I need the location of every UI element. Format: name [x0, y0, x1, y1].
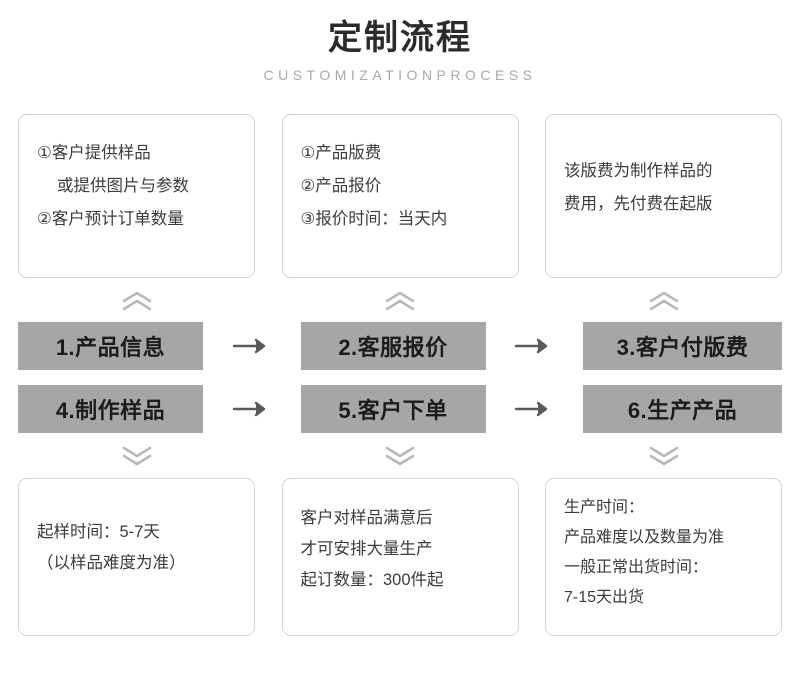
step-box-6[interactable]: 6.生产产品: [583, 385, 782, 433]
card-text-line: 费用，先付费在起版: [564, 195, 713, 213]
card-text-line: 或提供图片与参数: [57, 177, 189, 195]
chevron-down-icon: [282, 445, 519, 467]
chevron-up-icon: [18, 290, 255, 312]
arrow-right-icon: [508, 337, 560, 355]
card-text-line: ①客户提供样品: [37, 144, 151, 162]
top-card-1: ①客户提供样品 或提供图片与参数 ②客户预计订单数量: [18, 114, 255, 278]
card-text-line: 7-15天出货: [564, 589, 645, 606]
chevron-down-row: [18, 445, 782, 467]
chevron-up-icon: [545, 290, 782, 312]
bottom-card-2: 客户对样品满意后 才可安排大量生产 起订数量：300件起: [281, 478, 519, 636]
card-text-line: 一般正常出货时间：: [564, 559, 709, 576]
steps-row-1: 1.产品信息 2.客服报价 3.客户付版费: [18, 322, 782, 370]
page-header: 定制流程 CUSTOMIZATIONPROCESS: [0, 0, 800, 83]
page-subtitle: CUSTOMIZATIONPROCESS: [263, 66, 537, 83]
top-card-2: ①产品版费 ②产品报价 ③报价时间：当天内: [281, 114, 519, 278]
card-text-line: 产品难度以及数量为准: [564, 529, 725, 546]
top-cards-row: ①客户提供样品 或提供图片与参数 ②客户预计订单数量 ①产品版费 ②产品报价 ③…: [18, 114, 782, 278]
card-text-line: 才可安排大量生产: [300, 540, 433, 558]
bottom-card-3: 生产时间： 产品难度以及数量为准 一般正常出货时间： 7-15天出货: [545, 478, 782, 636]
chevron-up-icon: [282, 290, 519, 312]
card-text-line: ①产品版费: [300, 144, 382, 162]
card-text-line: 生产时间：: [564, 499, 645, 516]
top-card-3: 该版费为制作样品的 费用，先付费在起版: [545, 114, 782, 278]
step-box-5[interactable]: 5.客户下单: [300, 385, 486, 433]
step-box-2[interactable]: 2.客服报价: [300, 322, 486, 370]
steps-row-2: 4.制作样品 5.客户下单 6.生产产品: [18, 385, 782, 433]
card-text-line: 起样时间：5-7天: [37, 523, 160, 541]
card-text-line: 客户对样品满意后: [300, 509, 433, 527]
step-box-4[interactable]: 4.制作样品: [18, 385, 203, 433]
card-text-line: ②客户预计订单数量: [37, 210, 184, 228]
step-box-3[interactable]: 3.客户付版费: [583, 322, 782, 370]
card-text-line: ③报价时间：当天内: [300, 210, 448, 228]
arrow-right-icon: [508, 400, 560, 418]
arrow-right-icon: [226, 337, 278, 355]
bottom-card-1: 起样时间：5-7天 （以样品难度为准）: [18, 478, 255, 636]
chevron-up-row: [18, 290, 782, 312]
step-box-1[interactable]: 1.产品信息: [18, 322, 203, 370]
bottom-cards-row: 起样时间：5-7天 （以样品难度为准） 客户对样品满意后 才可安排大量生产 起订…: [18, 478, 782, 636]
arrow-right-icon: [226, 400, 278, 418]
card-text-line: 起订数量：300件起: [300, 571, 444, 589]
card-text-line: 该版费为制作样品的: [564, 162, 713, 180]
card-text-line: （以样品难度为准）: [37, 554, 186, 572]
chevron-down-icon: [18, 445, 255, 467]
card-text-line: ②产品报价: [300, 177, 382, 195]
page-title: 定制流程: [328, 19, 472, 57]
chevron-down-icon: [545, 445, 782, 467]
